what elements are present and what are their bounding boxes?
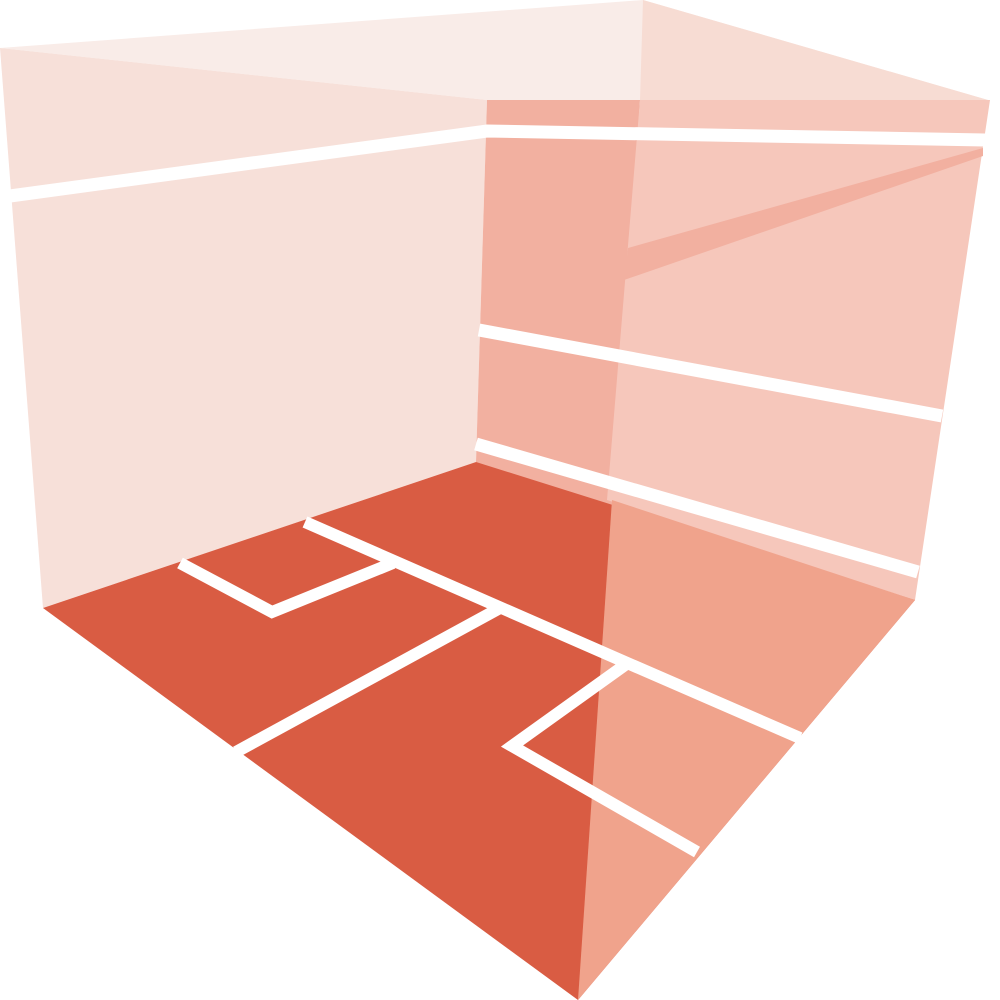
divider-low-right [474, 437, 920, 579]
right-wall-shade-band [624, 148, 983, 280]
floor-divider-lines [177, 516, 803, 858]
divider-mid-right [477, 323, 944, 423]
ceiling-right-panel [640, 0, 988, 100]
floor-divider-long [302, 516, 803, 744]
floor-divider-small-room [177, 557, 396, 619]
floor-right-overlay [578, 500, 915, 1000]
wall-divider-lines [9, 124, 986, 579]
left-wall [0, 48, 487, 608]
floor-divider-lower-room [500, 660, 700, 858]
divider-ceiling-left [9, 124, 986, 203]
right-wall [607, 100, 990, 600]
floor-divider-diagonal [233, 602, 503, 758]
